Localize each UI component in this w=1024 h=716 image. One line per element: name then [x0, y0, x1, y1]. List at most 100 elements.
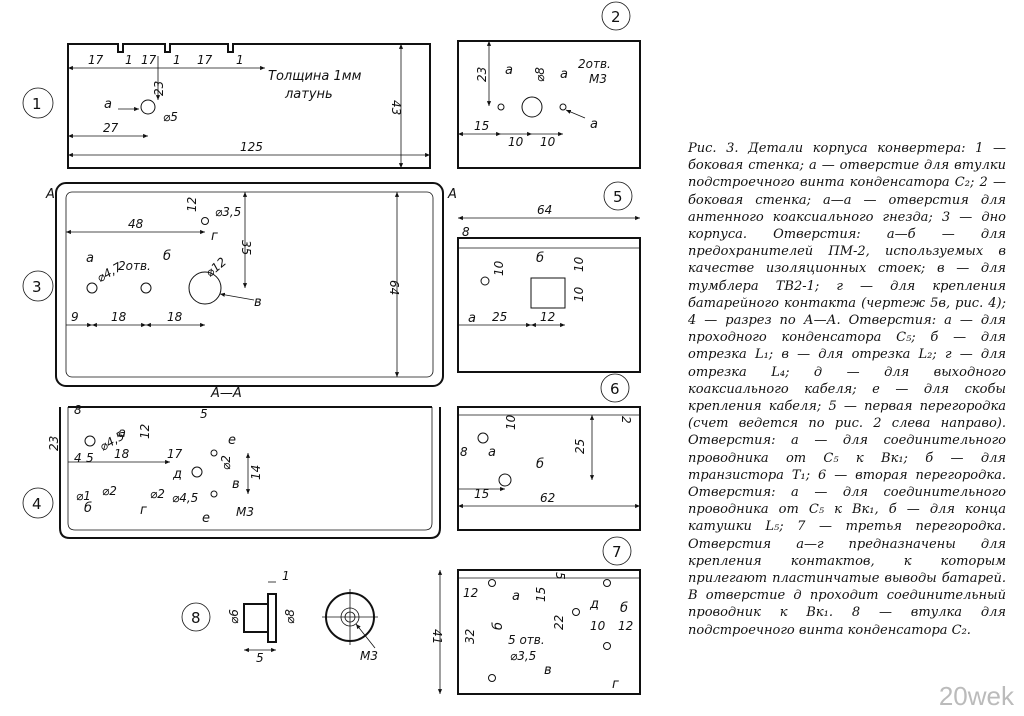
- dim-25: 25: [573, 439, 587, 454]
- cutout-b: [530, 277, 566, 309]
- dim-hole-4-5-b: ⌀4,5: [172, 491, 198, 505]
- side-wall-outline: [67, 43, 431, 169]
- label-b-2: б: [491, 622, 506, 630]
- note-material: латунь: [284, 87, 333, 102]
- dim-35: 35: [239, 240, 253, 255]
- dim-5: 5: [553, 572, 567, 580]
- label-g: г: [140, 503, 147, 518]
- thread-m3: М3: [589, 72, 607, 86]
- dim-25: 25: [492, 310, 507, 324]
- hole-a: [477, 432, 489, 444]
- partition-1-outline: [457, 237, 641, 373]
- section-outline: [59, 407, 441, 539]
- dim-17-c: 17: [197, 53, 213, 67]
- bushing-flange: [267, 593, 277, 643]
- label-a: а: [512, 589, 520, 604]
- label-v: в: [254, 295, 262, 310]
- thread-m3: М3: [236, 505, 254, 519]
- part-8-number: 8: [191, 609, 201, 627]
- part-6-number: 6: [610, 380, 620, 398]
- dim-17-a: 17: [88, 53, 104, 67]
- dim-15: 15: [474, 119, 489, 133]
- part-2-side-wall: 2 23 а ⌀8 а 2отв. М3 а 15 10 10: [457, 1, 641, 169]
- dim-10: 10: [590, 619, 606, 633]
- dim-43: 43: [389, 100, 403, 115]
- dim-10-b: 10: [572, 256, 586, 272]
- label-a: а: [118, 426, 126, 441]
- label-a-3: а: [590, 117, 598, 132]
- dim-15: 15: [534, 587, 548, 602]
- dim-1: 1: [282, 569, 290, 583]
- label-b: б: [163, 249, 171, 264]
- partition-2-outline: [457, 406, 641, 531]
- part-3-bottom: 3 А А 48 12 ⌀3,5 г 35 64 а ⌀4,7 2отв. б …: [22, 182, 457, 387]
- label-d: д: [589, 597, 599, 612]
- label-a: а: [86, 251, 94, 266]
- hole-v: [603, 642, 611, 650]
- hole-a: [488, 579, 496, 587]
- dim-9: 9: [71, 310, 79, 324]
- hole-v: [188, 271, 222, 305]
- dim-15: 15: [474, 487, 489, 501]
- dim-hole-1: ⌀1: [76, 489, 91, 503]
- part-5-partition-1: 5 64 8 10 б 10 10 а 25 12: [457, 181, 641, 373]
- hole-g: [488, 674, 496, 682]
- label-a: а: [488, 445, 496, 460]
- dim-125: 125: [240, 140, 263, 154]
- part-1-number: 1: [32, 95, 42, 113]
- label-a-2: а: [560, 67, 568, 82]
- hole-a: [140, 99, 156, 115]
- dim-5: 5: [256, 651, 264, 665]
- hole-b: [603, 579, 611, 587]
- label-v: в: [544, 663, 552, 678]
- hole-a-left: [497, 103, 505, 111]
- dim-hole-2-a: ⌀2: [219, 455, 233, 470]
- dim-27: 27: [103, 121, 119, 135]
- dim-12-b: 12: [618, 619, 633, 633]
- dim-8: 8: [460, 445, 468, 459]
- label-e-1: е: [228, 433, 236, 448]
- dim-22: 22: [552, 615, 566, 630]
- dim-12-a: 12: [463, 586, 478, 600]
- label-a-1: а: [505, 63, 513, 78]
- dim-48: 48: [128, 217, 144, 231]
- label-a: а: [468, 311, 476, 326]
- part-2-number: 2: [611, 8, 621, 26]
- part-4-section-a-a: 4 А—А 8 23 ⌀4,5 а 12 5 е 4 5 18 17 д ⌀2 …: [22, 386, 441, 539]
- dim-62: 62: [540, 491, 555, 505]
- dim-12: 12: [185, 197, 199, 212]
- dim-10-b: 10: [540, 135, 556, 149]
- note-thickness: Толщина 1мм: [268, 69, 362, 84]
- dim-10-a: 10: [492, 260, 506, 276]
- dim-hole-5: ⌀5: [163, 110, 178, 124]
- partition-3-outline: [457, 569, 641, 695]
- label-b-1: б: [620, 601, 628, 616]
- hole-a: [480, 276, 490, 286]
- dim-32: 32: [463, 629, 477, 644]
- dim-23: 23: [47, 436, 61, 451]
- hole-e: [210, 449, 218, 457]
- label-d: д: [172, 467, 182, 482]
- dim-hole-12: ⌀12: [203, 255, 229, 280]
- dim-5: 5: [200, 407, 208, 421]
- label-v: в: [232, 477, 240, 492]
- dim-41: 41: [430, 629, 444, 644]
- hole-a: [84, 435, 96, 447]
- dim-hole-8: ⌀8: [533, 67, 547, 82]
- label-b: б: [536, 457, 544, 472]
- section-mark-a-right: А: [447, 187, 457, 202]
- hole-b: [498, 473, 512, 487]
- part-8-bushing: 8 1 ⌀6 ⌀8 5 М3: [181, 569, 378, 665]
- dim-17: 17: [167, 447, 183, 461]
- hole-b: [140, 282, 152, 294]
- holes-count: 5 отв.: [508, 633, 545, 647]
- dim-18: 18: [114, 447, 130, 461]
- hole-d: [191, 466, 203, 478]
- dim-10-a: 10: [508, 135, 524, 149]
- dim-18-b: 18: [167, 310, 183, 324]
- bottom-outer: [55, 182, 444, 387]
- dim-64: 64: [387, 280, 401, 295]
- label-e-2: е: [202, 511, 210, 526]
- technical-drawing: 1 17 1 17 1 17 1 Толщина 1мм латунь 23 а…: [22, 1, 641, 695]
- dim-23: 23: [152, 81, 166, 96]
